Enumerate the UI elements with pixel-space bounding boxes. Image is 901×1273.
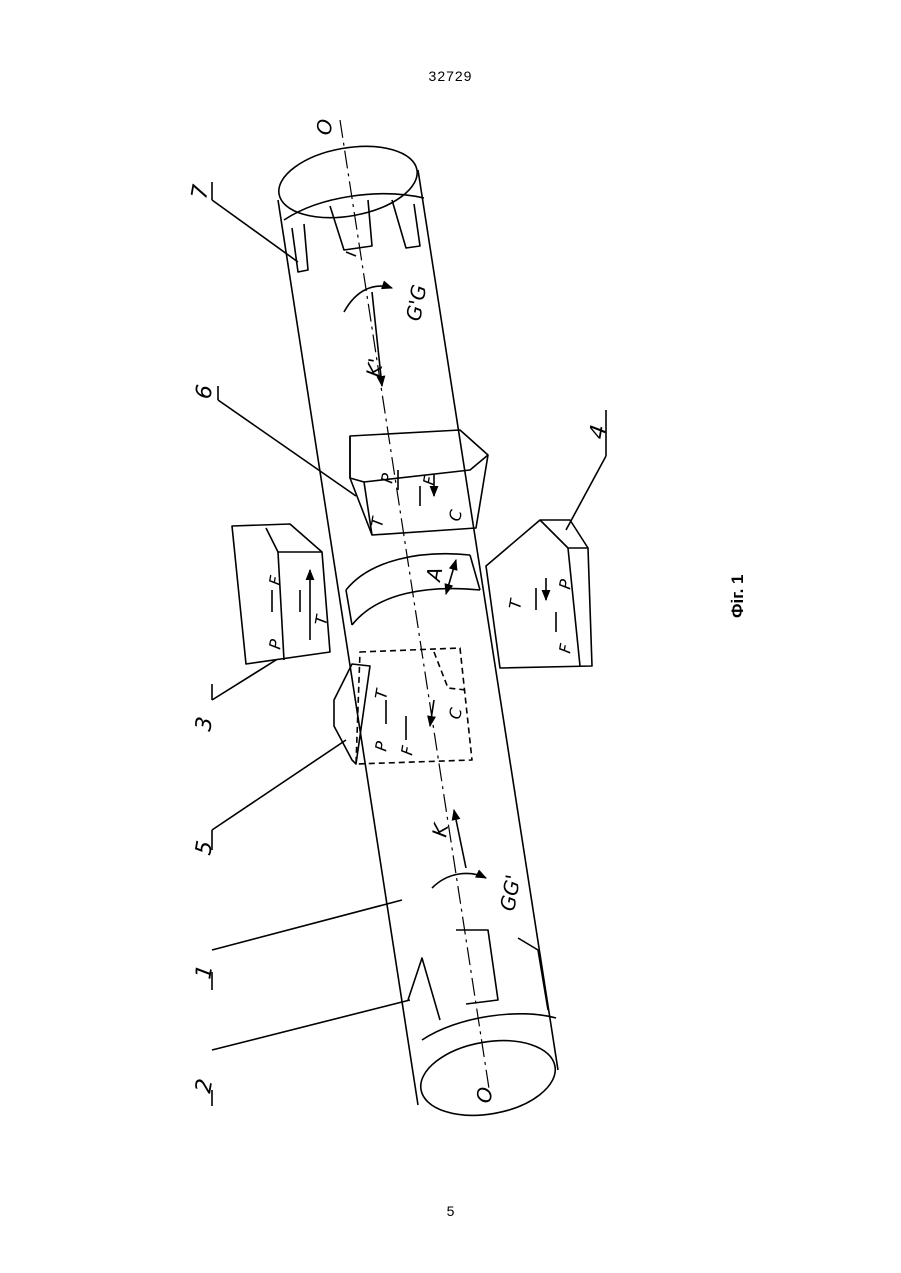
rotation-arrow-top — [344, 286, 392, 312]
label-k: K — [427, 820, 453, 839]
die-4 — [486, 520, 592, 668]
splines-2 — [408, 930, 548, 1020]
die5-f: F — [397, 744, 417, 757]
callout-5: 5 — [191, 839, 218, 857]
page-number: 5 — [0, 1203, 901, 1219]
die3-f: F — [265, 574, 285, 587]
die3-t: T — [311, 613, 332, 627]
center-axis — [340, 120, 490, 1095]
die4-f: F — [555, 642, 575, 655]
die6-c: C — [445, 508, 466, 523]
label-rotation-bottom: GG' — [495, 873, 525, 913]
callout-7: 7 — [187, 183, 214, 201]
die4-p: P — [555, 578, 575, 591]
die5-p: P — [371, 740, 391, 753]
figure-caption: Фіг. 1 — [728, 574, 748, 618]
rotation-arrow-bottom — [432, 873, 486, 888]
shaft-end-bottom — [415, 1014, 561, 1125]
axis-label-top: O — [311, 117, 337, 137]
splines-7 — [292, 200, 420, 272]
label-k-prime: K' — [361, 356, 388, 379]
central-ring — [346, 554, 480, 625]
label-rotation-top: G'G — [401, 283, 431, 323]
callout-4: 4 — [585, 423, 612, 441]
die4-arrows — [536, 578, 556, 632]
die5-arrows — [386, 700, 434, 740]
die4-t: T — [505, 597, 526, 611]
callout-6: 6 — [191, 383, 218, 401]
die6-t: T — [367, 515, 388, 529]
axis-label-bottom: O — [471, 1085, 497, 1105]
label-a: A — [421, 565, 447, 585]
shaft-end-top — [273, 136, 424, 227]
callout-1: 1 — [191, 963, 218, 981]
die5-c: C — [445, 706, 466, 721]
callout-3: 3 — [191, 715, 218, 733]
k-arrow-bottom — [454, 810, 466, 868]
die5-t: T — [371, 687, 392, 701]
callout-2: 2 — [191, 1077, 218, 1095]
die6-f: F — [419, 474, 439, 487]
